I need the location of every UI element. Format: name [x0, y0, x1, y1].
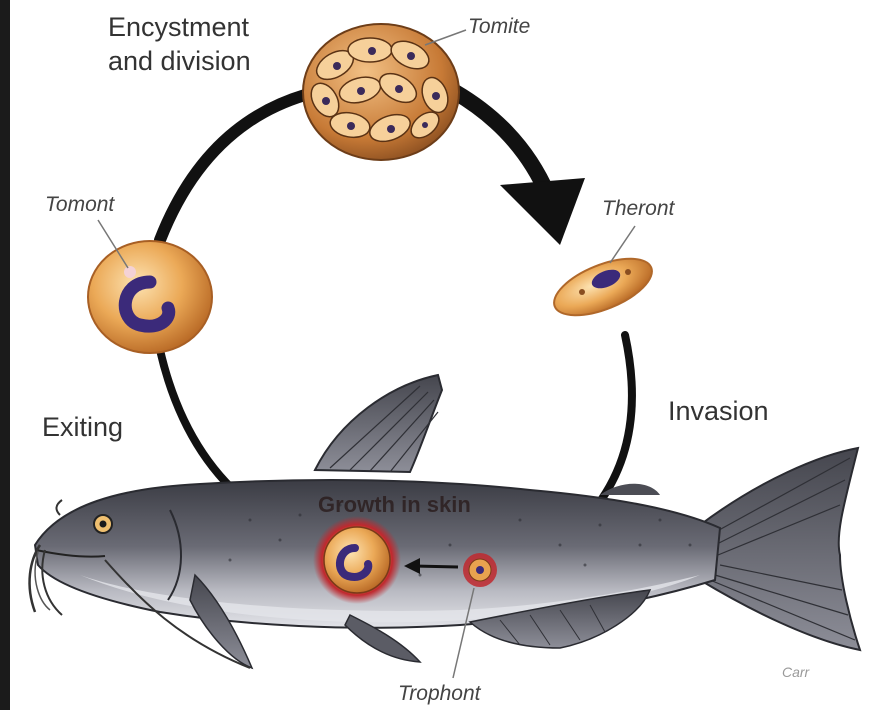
- arrow-tomite-to-theront: [455, 92, 548, 195]
- label-tomont: Tomont: [45, 193, 114, 217]
- tomite-cyst: [303, 24, 459, 160]
- trophont-small: [463, 553, 497, 587]
- artist-signature: Carr: [782, 664, 809, 680]
- label-tomite: Tomite: [468, 15, 530, 39]
- arrow-encystment-to-tomont: [160, 95, 305, 240]
- label-exiting: Exiting: [42, 410, 123, 444]
- tomite-pointer: [425, 30, 466, 45]
- label-growth-in-skin: Growth in skin: [318, 492, 471, 518]
- arrow-head-theront: [500, 178, 585, 245]
- theront-pointer: [610, 226, 635, 263]
- label-theront: Theront: [602, 197, 674, 221]
- left-border: [0, 0, 10, 710]
- growth-arrow: [414, 566, 458, 567]
- tomont-cell: [88, 241, 212, 353]
- lesion-large: [313, 516, 401, 604]
- theront-cell: [547, 247, 660, 327]
- label-encystment-division: Encystment and division: [108, 10, 251, 78]
- label-invasion: Invasion: [668, 394, 769, 428]
- label-trophont: Trophont: [398, 682, 481, 706]
